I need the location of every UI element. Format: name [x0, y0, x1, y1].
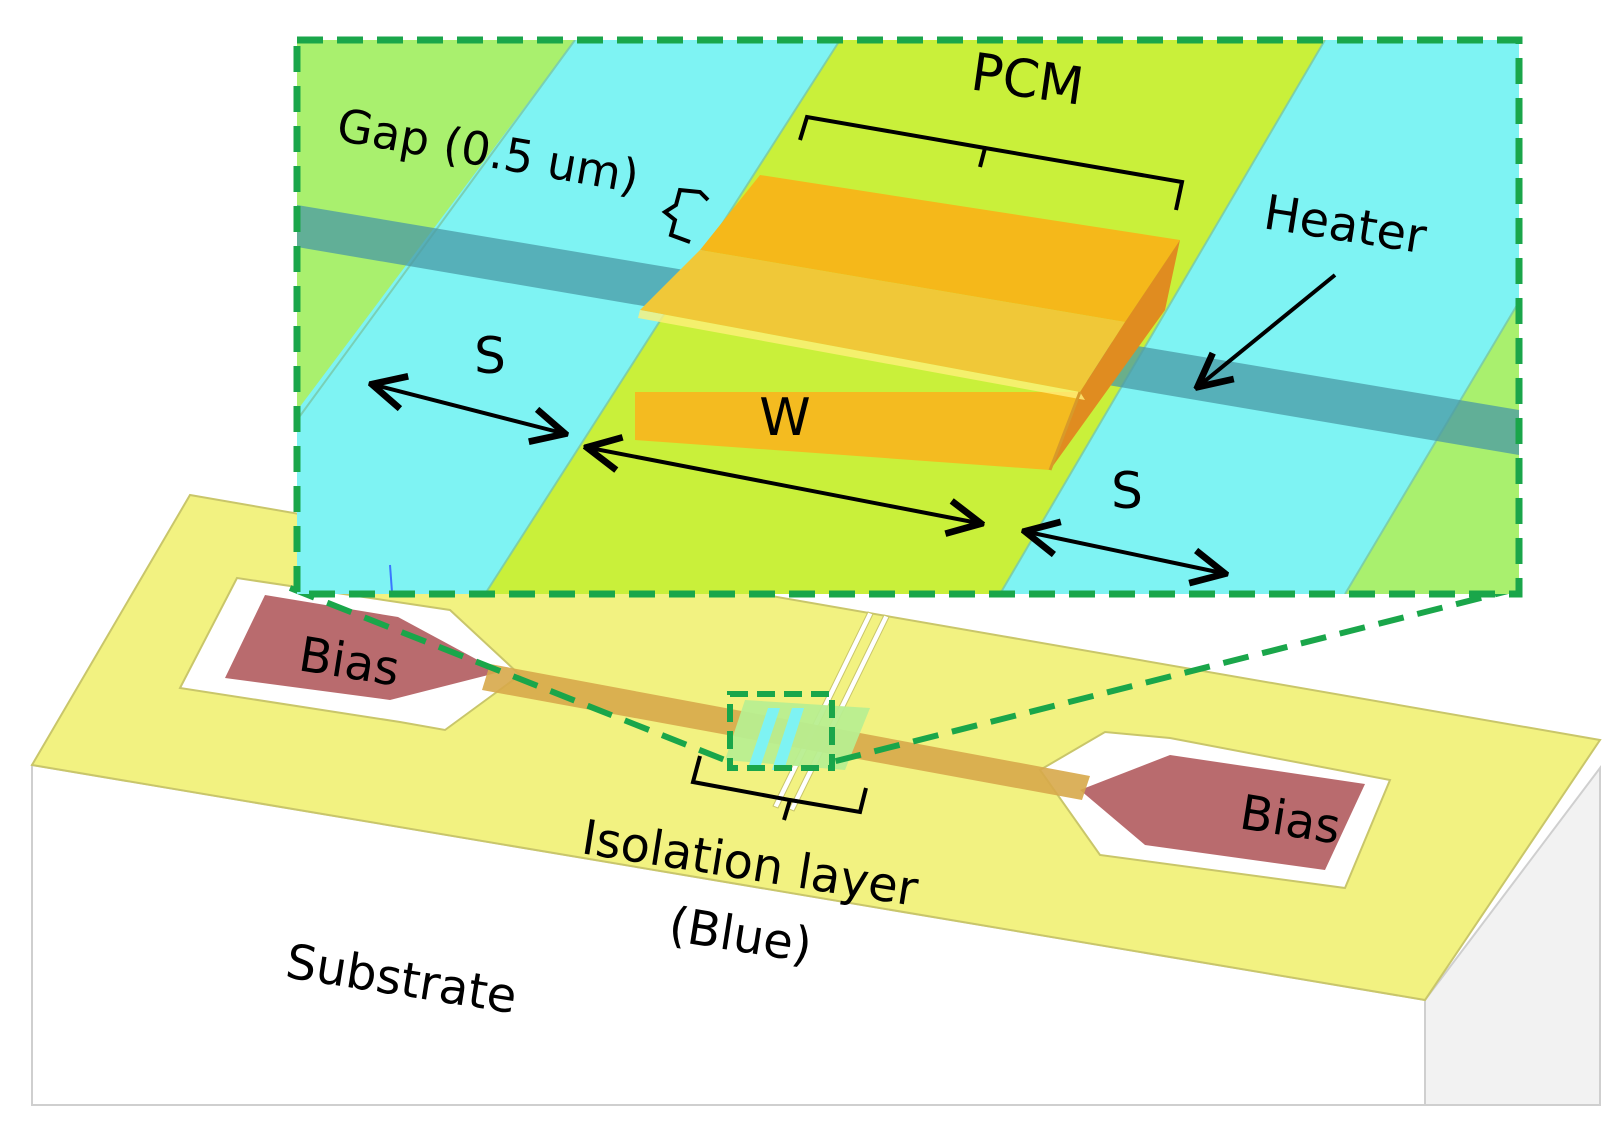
bias-pad-left	[178, 576, 522, 732]
isolation-bracket	[690, 755, 868, 821]
w-label: W	[759, 388, 810, 448]
heater-arrow	[1200, 273, 1337, 385]
bias-pad-right	[1038, 730, 1392, 890]
s-right-label: S	[1111, 462, 1143, 520]
zoom-source-box	[727, 691, 835, 771]
s-right-arrow	[1028, 532, 1222, 573]
zoom-inset-frame	[293, 36, 1523, 598]
w-arrow	[590, 448, 978, 523]
s-left-arrow	[375, 385, 562, 433]
s-left-label: S	[474, 327, 506, 385]
pcm-bracket	[798, 114, 1185, 211]
substrate-block	[31, 763, 1601, 1106]
gap-bracket	[661, 187, 710, 244]
